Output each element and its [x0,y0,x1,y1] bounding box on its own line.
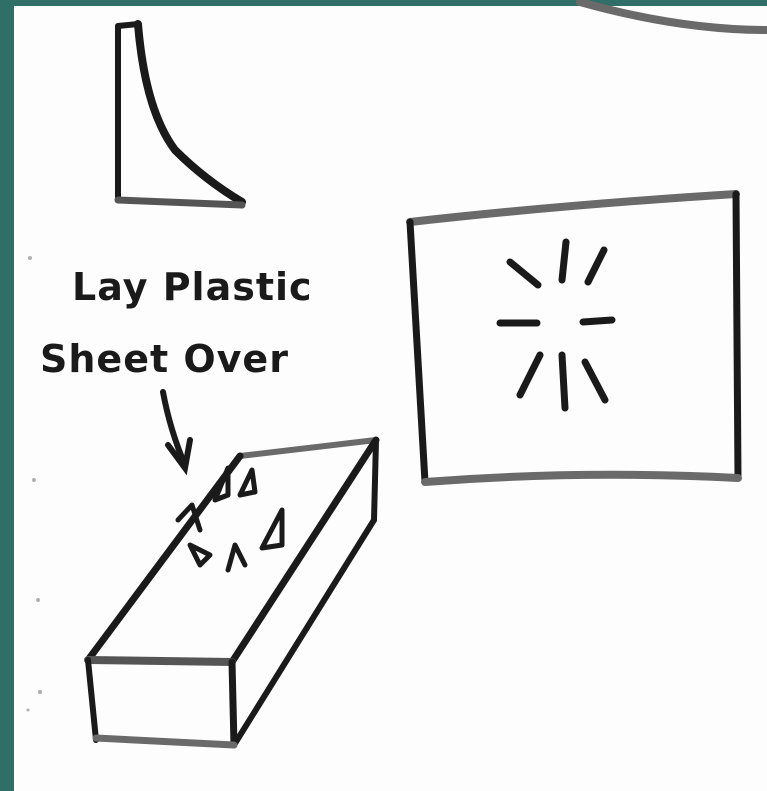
top-curve-stroke [580,2,767,30]
mold-shape-icon [118,24,242,205]
burst-rectangle-icon [410,194,738,482]
paper-speckles [27,256,43,712]
caption-line1: Lay Plastic [72,265,313,309]
arrow-down-icon [163,392,190,468]
caption-line2: Sheet Over [40,337,289,381]
box-with-parts-icon [88,440,376,745]
